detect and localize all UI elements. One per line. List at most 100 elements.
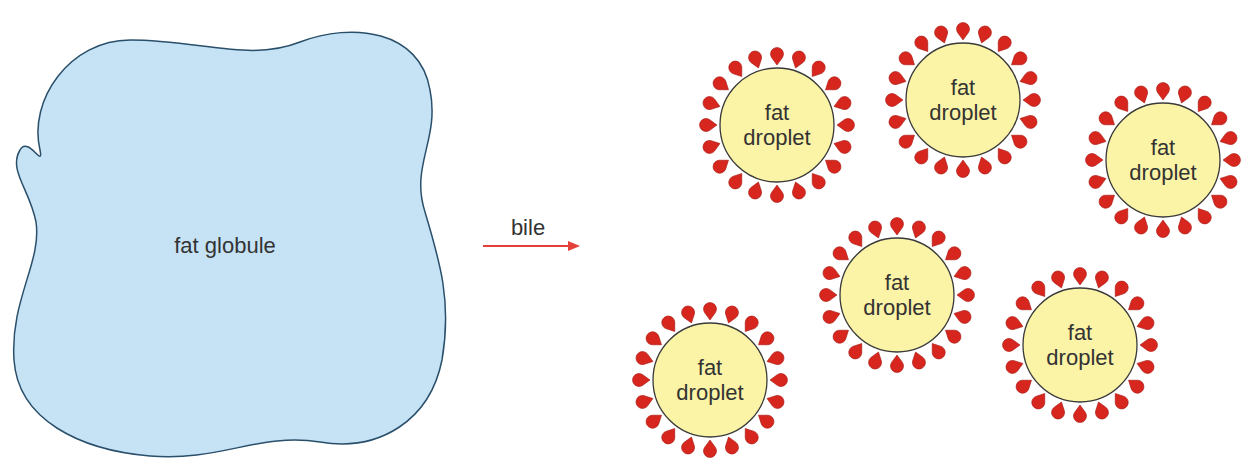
salt-head — [886, 94, 903, 107]
salt-head — [867, 219, 885, 240]
salt-head — [1008, 49, 1030, 70]
salt-head — [1003, 339, 1020, 352]
node-text: fat droplet — [1032, 320, 1128, 371]
salt-head — [1112, 94, 1133, 116]
salt-head — [1004, 315, 1025, 333]
salt-head — [659, 425, 680, 447]
salt-head — [1097, 190, 1119, 211]
salt-head — [755, 410, 777, 431]
salt-head — [957, 23, 970, 40]
salt-head — [1092, 400, 1110, 421]
salt-head — [747, 180, 765, 201]
node-text: fat globule — [125, 233, 325, 258]
salt-head — [726, 59, 747, 81]
fat-droplet: fat droplet — [878, 15, 1048, 185]
salt-head — [822, 155, 844, 176]
salt-head — [846, 229, 867, 251]
salt-head — [1092, 269, 1110, 290]
salt-head — [634, 350, 655, 368]
salt-head — [993, 34, 1014, 56]
node-text: fat droplet — [1115, 135, 1211, 186]
fat-droplet: fat droplet — [692, 40, 862, 210]
fat-droplet: fat droplet — [995, 260, 1165, 430]
salt-head — [1135, 315, 1156, 333]
salt-head — [927, 229, 948, 251]
salt-head — [909, 350, 927, 371]
salt-head — [909, 219, 927, 240]
salt-head — [680, 304, 698, 325]
salt-head — [711, 155, 733, 176]
globule-outline — [0, 0, 460, 466]
node-text: fat droplet — [662, 355, 758, 406]
salt-head — [912, 34, 933, 56]
arrow-shaft — [483, 245, 570, 247]
salt-head — [789, 49, 807, 70]
salt-head — [933, 24, 951, 45]
salt-head — [807, 170, 828, 192]
salt-head — [700, 119, 717, 132]
salt-head — [807, 59, 828, 81]
salt-head — [633, 374, 650, 387]
droplet-circle — [840, 238, 954, 352]
salt-head — [1008, 130, 1030, 151]
salt-head — [1097, 109, 1119, 130]
salt-head — [1014, 294, 1036, 315]
salt-head — [942, 244, 964, 265]
salt-head — [789, 180, 807, 201]
salt-head — [747, 49, 765, 70]
salt-head — [765, 392, 786, 410]
salt-head — [1050, 269, 1068, 290]
salt-head — [1087, 130, 1108, 148]
salt-head — [933, 155, 951, 176]
salt-head — [1110, 279, 1131, 301]
salt-head — [832, 95, 853, 113]
salt-head — [722, 435, 740, 456]
salt-head — [975, 24, 993, 45]
salt-head — [1133, 215, 1151, 236]
salt-head — [942, 325, 964, 346]
salt-head — [1157, 83, 1170, 100]
enzyme-label: bile — [511, 215, 545, 241]
salt-head — [701, 137, 722, 155]
salt-head — [704, 440, 717, 457]
salt-head — [722, 304, 740, 325]
salt-head — [1074, 405, 1087, 422]
salt-head — [1110, 390, 1131, 412]
salt-head — [1140, 339, 1157, 352]
droplet-circle — [653, 323, 767, 437]
salt-head — [867, 350, 885, 371]
salt-head — [1175, 84, 1193, 105]
fat-globule: fat globule — [0, 0, 460, 466]
salt-head — [832, 137, 853, 155]
salt-head — [726, 170, 747, 192]
salt-head — [1193, 205, 1214, 227]
salt-head — [837, 119, 854, 132]
salt-head — [1223, 154, 1240, 167]
salt-head — [644, 329, 666, 350]
salt-head — [1112, 205, 1133, 227]
salt-head — [1086, 154, 1103, 167]
salt-head — [822, 74, 844, 95]
arrow-head — [568, 241, 580, 251]
salt-head — [771, 48, 784, 65]
salt-head — [993, 145, 1014, 167]
salt-head — [821, 265, 842, 283]
fat-droplet: fat droplet — [812, 210, 982, 380]
salt-head — [1029, 279, 1050, 301]
salt-head — [1074, 268, 1087, 285]
salt-head — [1157, 220, 1170, 237]
salt-head — [887, 70, 908, 88]
droplet-circle — [720, 68, 834, 182]
salt-head — [740, 425, 761, 447]
salt-head — [897, 130, 919, 151]
salt-head — [957, 289, 974, 302]
salt-head — [701, 95, 722, 113]
salt-head — [770, 374, 787, 387]
fat-droplet: fat droplet — [1078, 75, 1248, 245]
salt-head — [891, 355, 904, 372]
salt-head — [1050, 400, 1068, 421]
salt-head — [831, 325, 853, 346]
salt-head — [644, 410, 666, 431]
droplet-circle — [906, 43, 1020, 157]
salt-head — [1014, 375, 1036, 396]
